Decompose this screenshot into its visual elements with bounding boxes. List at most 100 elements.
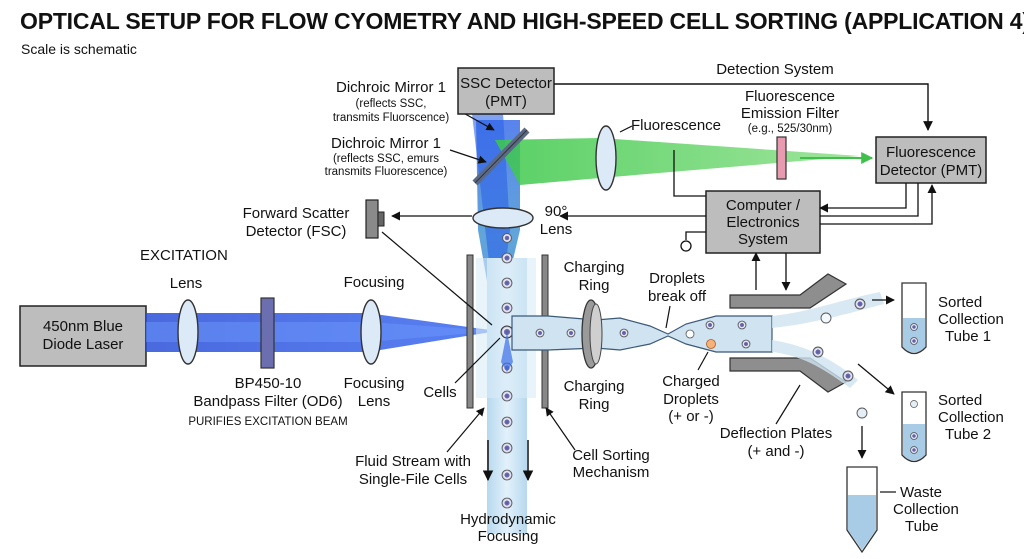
ssc-label-line1: SSC Detector [460,75,552,92]
dm1-line2: (reflects SSC, [356,98,427,110]
laser-label-line1: 450nm Blue [43,318,123,335]
deflection-plate-top [729,273,848,309]
computer-line3: System [738,231,788,248]
link-fluorescence-computer [673,150,706,197]
dichroic-mirror-edge [474,129,528,184]
fluorescence-label: Fluorescence [631,117,721,134]
sorting-line2: Mechanism [573,464,650,481]
waste-line3: Tube [905,518,939,535]
deflection-line1: Deflection Plates [720,425,833,442]
deflected-droplets [812,298,868,419]
detection-system-label: Detection System [716,61,834,78]
fluorescence-pointer [619,125,633,133]
excitation-beam [146,313,497,352]
waste-liquid [848,495,876,550]
excitation-beam-core [146,322,497,342]
connector-node [680,240,692,252]
droplet-cells [535,320,751,349]
computer-line2: Electronics [726,214,799,231]
lens-90-icon [472,207,534,229]
emfilter-line1: Fluorescence [745,88,835,105]
dm2-line2: (reflects SSC, emurs [333,153,439,165]
charging-ring-top-line2: Ring [579,277,610,294]
link-computer-fldet [820,184,937,225]
fldet-label-line1: Fluorescence [886,144,976,161]
deflected-stream-down [772,340,858,388]
sorting-line1: Cell Sorting [572,447,650,464]
flow-cell-wall-left [466,254,474,409]
fsc-label-line2: Detector (FSC) [246,223,347,240]
droplets-pointer [665,305,671,329]
charged-line1: Charged [662,373,720,390]
droplets-label-line2: break off [648,288,707,305]
bandpass-filter [260,297,275,369]
sorted1-line1: Sorted [938,294,982,311]
fluorescence-lens-icon [595,125,617,191]
emission-filter [776,136,787,180]
fsc-label-line1: Forward Scatter [243,205,350,222]
sorted2-line2: Collection [938,409,1004,426]
hydro-label-line2: Focusing [478,528,539,545]
deflection-pointer [775,384,801,425]
deflection-line2: (+ and -) [747,443,804,460]
computer-line1: Computer / [726,197,801,214]
sorted2-line3: Tube 2 [945,426,991,443]
bandpass-note: PURIFIES EXCITATION BEAM [188,416,347,428]
dm2-title: Dichroic Mirror 1 [331,135,441,152]
excitation-label: EXCITATION [140,247,228,264]
detection-line [554,83,933,131]
charging-ring-inner [589,303,603,365]
sorted1-line2: Collection [938,311,1004,328]
bandpass-label-line2: Bandpass Filter (OD6) [193,393,342,410]
hydro-label-line1: Hydrodynamic [460,511,556,528]
tube1-liquid [903,318,925,353]
charged-line2: Droplets [663,391,719,408]
lens1-label: Lens [170,275,203,292]
lens1-icon [177,299,199,365]
dm2-line3: transmits Fluorescence) [325,166,448,178]
charging-ring-bottom-line2: Ring [579,396,610,413]
emfilter-line2: Emission Filter [741,105,839,122]
droplet-stream [511,315,773,353]
page-subtitle: Scale is schematic [21,41,137,57]
page-title: OPTICAL SETUP FOR FLOW CYOMETRY AND HIGH… [20,8,1024,34]
focusing-bottom-label-line1: Focusing [344,375,405,392]
emfilter-line3: (e.g., 525/30nm) [748,123,833,135]
tube2-liquid [903,424,925,461]
to-tube2-arrow [857,363,895,395]
dm1-line3: transmits Fluorscence) [333,112,449,124]
fluorescence-detector-box [875,136,987,184]
focusing-lens-icon [360,299,382,365]
sorted2-line1: Sorted [938,392,982,409]
charging-ring-bottom-line1: Charging [564,378,625,395]
lens-90-label-line1: 90° [545,203,568,220]
cells-label: Cells [423,384,456,401]
laser-label-line2: Diode Laser [43,336,124,353]
bandpass-label-line1: BP450-10 [235,375,302,392]
charged-line3: (+ or -) [668,408,713,425]
computer-box [705,190,821,254]
focusing-bottom-label-line2: Lens [358,393,391,410]
cells-pointer [454,337,501,384]
waste-line2: Collection [893,501,959,518]
fluid-label-line1: Fluid Stream with [355,453,471,470]
interrogation-point [501,332,513,372]
fsc-pointer [381,231,493,326]
dm1-title: Dichroic Mirror 1 [336,79,446,96]
lens-90-label-line2: Lens [540,221,573,238]
droplets-label-line1: Droplets [649,270,705,287]
link-computer-ring [685,231,706,240]
dm2-pointer [449,149,487,164]
waste-line1: Waste [900,484,942,501]
link-fldet-computer-1 [819,183,907,213]
fluid-label-line2: Single-File Cells [359,471,467,488]
fsc-detector [365,199,379,239]
fluorescence-beam [495,138,860,185]
focusing-top-label: Focusing [344,274,405,291]
fsc-detector-window [377,211,385,227]
charged-pointer [697,351,709,371]
sorted1-line3: Tube 1 [945,328,991,345]
fluid-pointer [446,407,485,453]
link-fldet-computer-2 [820,183,919,217]
